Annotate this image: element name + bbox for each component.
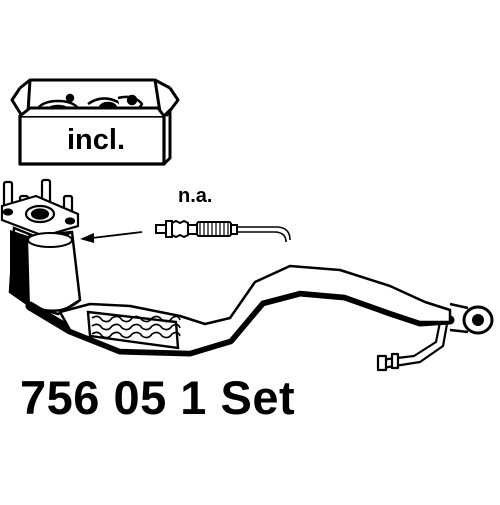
part-number-title: 756 05 1 Set [20,371,296,424]
pointer-arrow [80,231,143,243]
lambda-sensor-icon [155,219,291,243]
not-available-label: n.a. [178,185,213,207]
mounting-kit-box-icon [10,78,180,166]
exhaust-pipe-icon [25,264,494,372]
included-label: incl. [66,124,125,156]
catalytic-converter-icon [8,226,82,316]
flange-studs-icon [0,178,80,238]
